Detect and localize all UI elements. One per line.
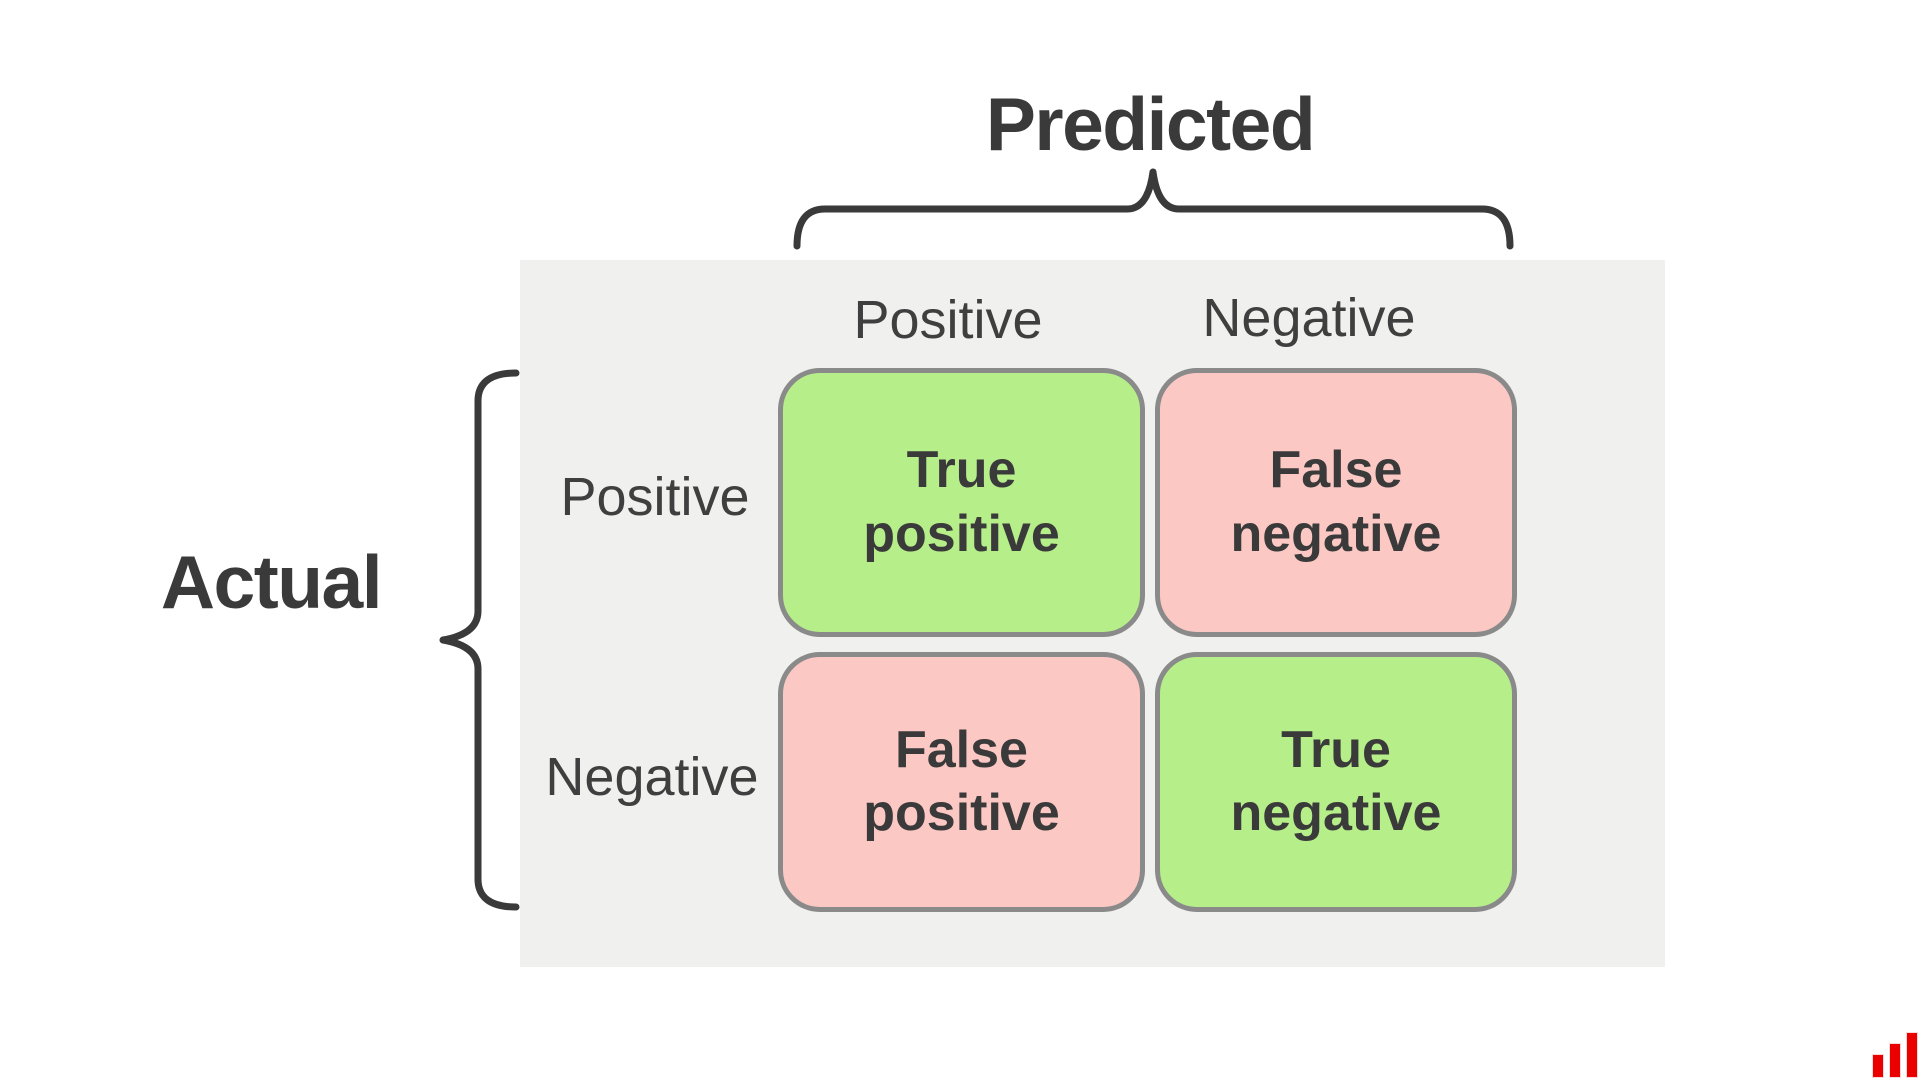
predicted-axis-title: Predicted xyxy=(985,82,1316,166)
predicted-brace xyxy=(793,168,1514,250)
cell-false-negative: False negative xyxy=(1155,368,1517,637)
cell-true-positive: True positive xyxy=(778,368,1145,637)
cell-false-positive: False positive xyxy=(778,652,1145,912)
column-header-positive: Positive xyxy=(853,290,1043,350)
row-label-positive: Positive xyxy=(560,467,750,527)
bar-chart-logo xyxy=(1872,1032,1918,1078)
cell-true-negative: True negative xyxy=(1155,652,1517,912)
actual-axis-title: Actual xyxy=(160,540,383,624)
row-label-negative: Negative xyxy=(545,747,759,807)
logo-bar-medium xyxy=(1889,1043,1901,1078)
logo-bar-small xyxy=(1872,1054,1884,1078)
column-header-negative: Negative xyxy=(1202,288,1416,348)
actual-brace xyxy=(439,369,520,911)
logo-bar-large xyxy=(1906,1032,1918,1078)
